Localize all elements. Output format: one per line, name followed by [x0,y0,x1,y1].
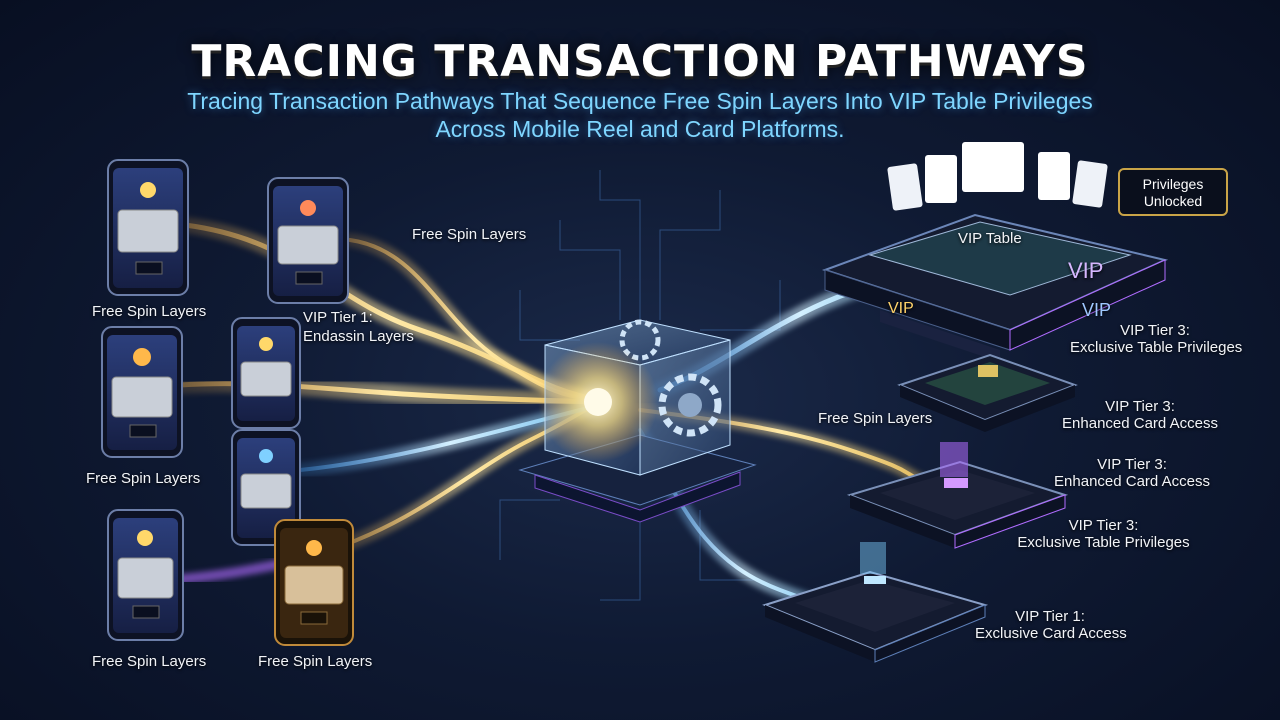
phone-device [101,326,183,458]
label-flow-top: Free Spin Layers [412,226,527,243]
label-tier3-enhanced-b: VIP Tier 3: Enhanced Card Access [1052,456,1212,490]
label-tier3-exclusive-a-line1: VIP Tier 3: [1120,322,1190,339]
tier-platforms [762,353,1078,663]
phone-device [231,429,301,546]
vip-table-platform [821,142,1169,362]
label-flow-mid: Free Spin Layers [818,410,933,427]
label-vip-tier1-left-line2: Endassin Layers [303,328,414,345]
label-free-spin-4: Free Spin Layers [258,653,373,670]
badge-line2: Unlocked [1143,193,1203,209]
page-title: TRACING TRANSACTION PATHWAYS [191,36,1089,87]
phone-device [107,159,189,296]
central-cube [518,319,757,523]
vip-sign-1: VIP [1068,258,1104,283]
label-vip-tier1-left-line1: VIP Tier 1: [303,309,373,326]
privileges-unlocked-badge: Privileges Unlocked [1118,168,1228,216]
phone-devices [101,159,354,646]
label-tier3-exclusive-b: VIP Tier 3: Exclusive Table Privileges [1016,517,1191,551]
page-subtitle-line2: Across Mobile Reel and Card Platforms. [435,116,845,142]
label-tier3-enhanced-a-line2: Enhanced Card Access [1062,415,1218,432]
label-tier3-exclusive-b-line1: VIP Tier 3: [1068,517,1139,534]
label-tier3-enhanced-a-line1: VIP Tier 3: [1105,398,1175,415]
label-tier1-card-line2: Exclusive Card Access [975,625,1127,642]
label-vip-table: VIP Table [958,230,1022,247]
phone-device [231,317,301,429]
phone-device [267,177,349,304]
label-tier3-exclusive-a-line2: Exclusive Table Privileges [1070,339,1243,356]
label-free-spin-1: Free Spin Layers [92,303,207,320]
platform-tier3-a [897,353,1078,432]
label-free-spin-3: Free Spin Layers [92,653,207,670]
phone-device [107,509,184,641]
vip-sign-2: VIP [888,300,914,317]
label-free-spin-2: Free Spin Layers [86,470,201,487]
platform-tier3-b [846,442,1069,549]
label-tier3-enhanced-b-line2: Enhanced Card Access [1054,473,1210,490]
vip-sign-3: VIP [1082,300,1112,320]
page-subtitle-line1: Tracing Transaction Pathways That Sequen… [187,88,1093,114]
platform-tier1 [762,542,989,663]
label-tier3-enhanced-b-line1: VIP Tier 3: [1097,456,1167,473]
label-tier1-card-line1: VIP Tier 1: [1015,608,1085,625]
badge-line1: Privileges [1142,176,1204,192]
label-tier3-enhanced-a: VIP Tier 3: Enhanced Card Access [1060,398,1220,432]
label-tier1-card: VIP Tier 1: Exclusive Card Access [975,608,1127,642]
label-tier3-exclusive-b-line2: Exclusive Table Privileges [1017,534,1190,551]
phone-device [274,519,354,646]
label-tier3-exclusive-a: VIP Tier 3: Exclusive Table Privileges [1070,322,1243,356]
